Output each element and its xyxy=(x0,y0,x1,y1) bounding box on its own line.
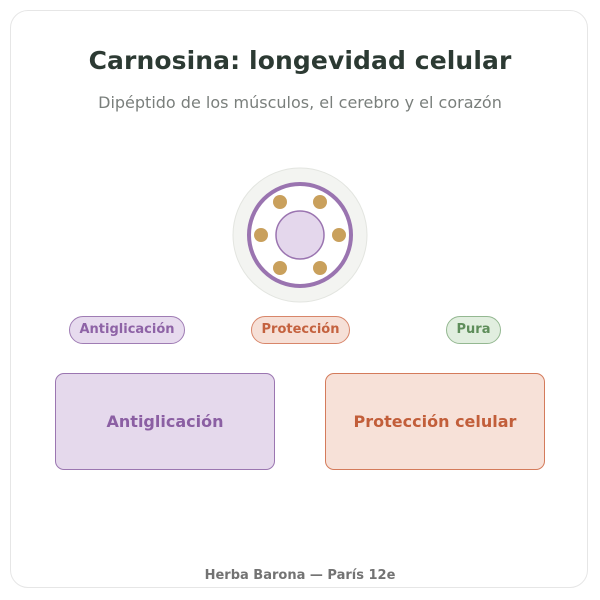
ring-dot xyxy=(332,228,346,242)
molecule-ring-graphic xyxy=(232,167,368,303)
ring-dot xyxy=(313,261,327,275)
ring-dot xyxy=(273,195,287,209)
ring-dot xyxy=(273,261,287,275)
page-subtitle: Dipéptido de los músculos, el cerebro y … xyxy=(98,93,502,112)
tag-antiglicacion: Antiglicación xyxy=(69,316,185,344)
tag-pura: Pura xyxy=(446,316,501,344)
benefit-box-label: Antiglicación xyxy=(106,412,224,431)
ring-dot xyxy=(313,195,327,209)
page-title: Carnosina: longevidad celular xyxy=(88,46,512,75)
benefit-box-proteccion-celular: Protección celular xyxy=(325,373,545,470)
ring-dot xyxy=(254,228,268,242)
benefit-box-label: Protección celular xyxy=(353,412,517,431)
molecule-ring-icon xyxy=(232,167,368,303)
core xyxy=(275,210,325,260)
benefit-box-antiglicacion: Antiglicación xyxy=(55,373,275,470)
footer-credit: Herba Barona — París 12e xyxy=(204,568,396,583)
tag-proteccion: Protección xyxy=(251,316,350,344)
